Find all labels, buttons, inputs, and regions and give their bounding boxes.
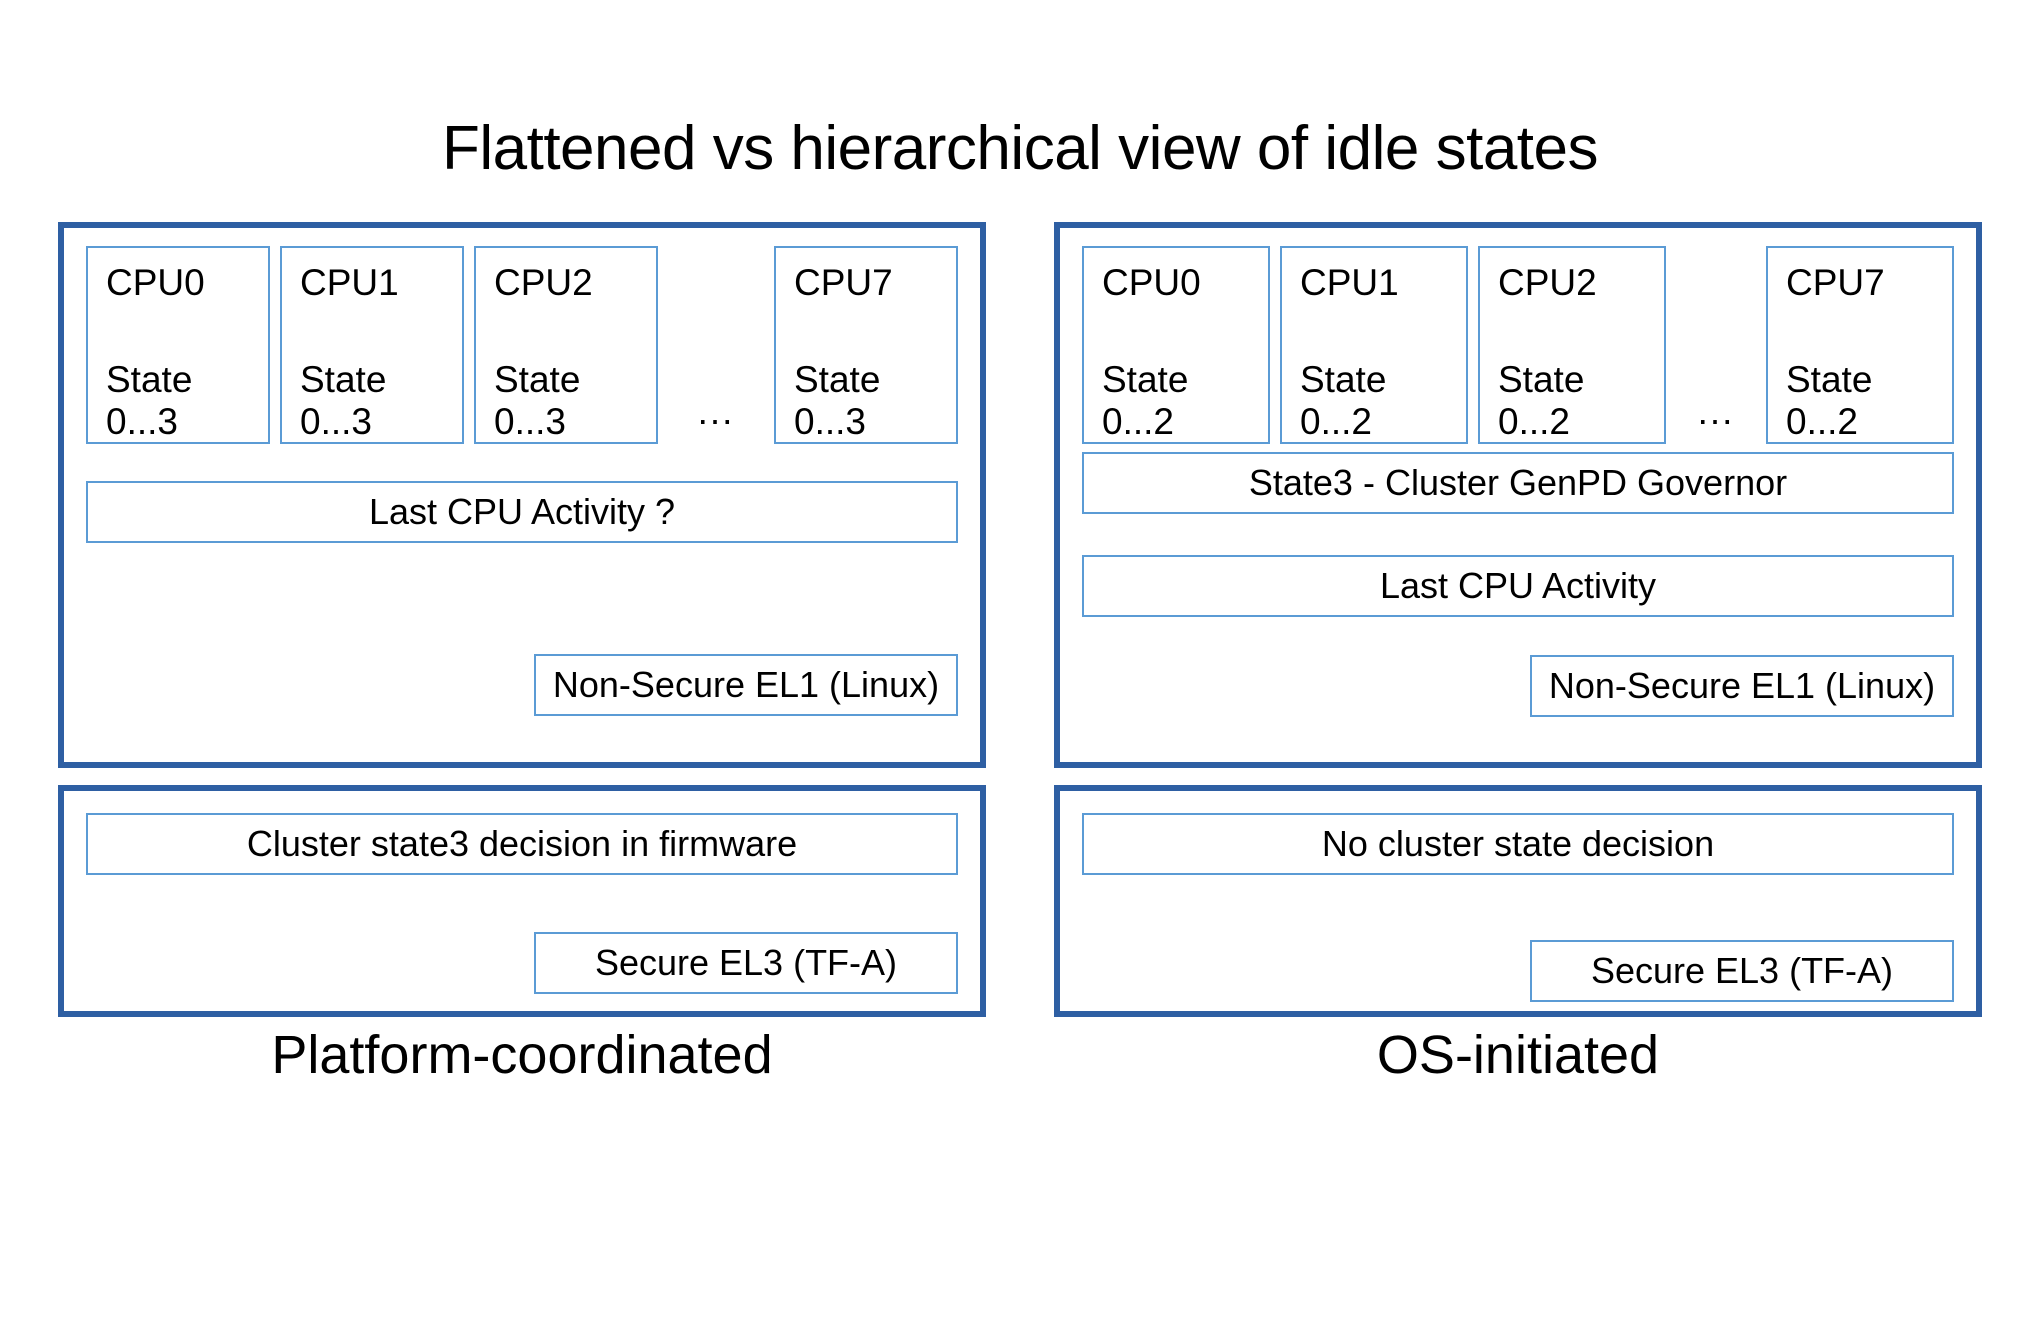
cpu-label: CPU1 — [1300, 262, 1399, 303]
exception-level-el1-right: Non-Secure EL1 (Linux) — [1530, 655, 1954, 717]
firmware-decision-bar-left[interactable]: Cluster state3 decision in firmware — [86, 813, 958, 875]
cpu-state-range: 0...2 — [1786, 400, 1858, 442]
cpu-label: CPU7 — [794, 262, 893, 303]
cpu-state-range: 0...2 — [1498, 400, 1570, 442]
cpu-state-label: State — [794, 359, 881, 400]
cpu-state-range: 0...2 — [1102, 400, 1174, 442]
cpu-ellipsis-left: ... — [697, 391, 735, 432]
cpu-state: State 0...3 — [494, 359, 656, 443]
cpu-row-left: CPU0 State 0...3 CPU1 State 0...3 — [86, 246, 958, 444]
cpu-state: State 0...2 — [1300, 359, 1466, 443]
cpu-state-label: State — [106, 359, 193, 400]
column-platform-coordinated: CPU0 State 0...3 CPU1 State 0...3 — [58, 222, 986, 1017]
secure-el3-panel-right: No cluster state decision Secure EL3 (TF… — [1054, 785, 1982, 1017]
non-secure-el1-panel-left: CPU0 State 0...3 CPU1 State 0...3 — [58, 222, 986, 768]
cpu-state-range: 0...2 — [1300, 400, 1372, 442]
cpu-state-range: 0...3 — [300, 400, 372, 442]
exception-level-el3-right: Secure EL3 (TF-A) — [1530, 940, 1954, 1002]
cluster-genpd-governor-bar[interactable]: State3 - Cluster GenPD Governor — [1082, 452, 1954, 514]
firmware-decision-bar-right[interactable]: No cluster state decision — [1082, 813, 1954, 875]
cpu-box-cpu0-left[interactable]: CPU0 State 0...3 — [86, 246, 270, 444]
cpu-box-cpu0-right[interactable]: CPU0 State 0...2 — [1082, 246, 1270, 444]
cpu-box-cpu1-left[interactable]: CPU1 State 0...3 — [280, 246, 464, 444]
column-os-initiated: CPU0 State 0...2 CPU1 State 0...2 — [1054, 222, 1982, 1017]
cpu-state: State 0...3 — [300, 359, 462, 443]
cpu-state-range: 0...3 — [494, 400, 566, 442]
secure-el3-panel-left: Cluster state3 decision in firmware Secu… — [58, 785, 986, 1017]
cpu-label: CPU7 — [1786, 262, 1885, 303]
cpu-label: CPU2 — [1498, 262, 1597, 303]
cpu-state: State 0...3 — [106, 359, 268, 443]
cpu-state-range: 0...3 — [794, 400, 866, 442]
cpu-state: State 0...2 — [1786, 359, 1952, 443]
cpu-state-label: State — [1102, 359, 1189, 400]
cpu-state-label: State — [1300, 359, 1387, 400]
cpu-label: CPU0 — [106, 262, 205, 303]
cpu-state-range: 0...3 — [106, 400, 178, 442]
last-cpu-activity-bar-right[interactable]: Last CPU Activity — [1082, 555, 1954, 617]
cpu-box-cpu7-left[interactable]: CPU7 State 0...3 — [774, 246, 958, 444]
cpu-box-cpu7-right[interactable]: CPU7 State 0...2 — [1766, 246, 1954, 444]
last-cpu-activity-bar-left[interactable]: Last CPU Activity ? — [86, 481, 958, 543]
cpu-ellipsis-right: ... — [1697, 391, 1735, 432]
cpu-state-label: State — [300, 359, 387, 400]
cpu-label: CPU2 — [494, 262, 593, 303]
cpu-state: State 0...3 — [794, 359, 956, 443]
cpu-box-cpu2-right[interactable]: CPU2 State 0...2 — [1478, 246, 1666, 444]
cpu-state-label: State — [1786, 359, 1873, 400]
cpu-state: State 0...2 — [1498, 359, 1664, 443]
cpu-state-label: State — [494, 359, 581, 400]
non-secure-el1-panel-right: CPU0 State 0...2 CPU1 State 0...2 — [1054, 222, 1982, 768]
cpu-state: State 0...2 — [1102, 359, 1268, 443]
cpu-label: CPU1 — [300, 262, 399, 303]
column-caption-platform-coordinated: Platform-coordinated — [271, 1025, 773, 1085]
exception-level-el1-left: Non-Secure EL1 (Linux) — [534, 654, 958, 716]
cpu-box-cpu2-left[interactable]: CPU2 State 0...3 — [474, 246, 658, 444]
cpu-label: CPU0 — [1102, 262, 1201, 303]
column-caption-os-initiated: OS-initiated — [1376, 1025, 1660, 1085]
cpu-box-cpu1-right[interactable]: CPU1 State 0...2 — [1280, 246, 1468, 444]
page-title: Flattened vs hierarchical view of idle s… — [441, 114, 1599, 183]
cpu-state-label: State — [1498, 359, 1585, 400]
cpu-row-right: CPU0 State 0...2 CPU1 State 0...2 — [1082, 246, 1954, 444]
exception-level-el3-left: Secure EL3 (TF-A) — [534, 932, 958, 994]
